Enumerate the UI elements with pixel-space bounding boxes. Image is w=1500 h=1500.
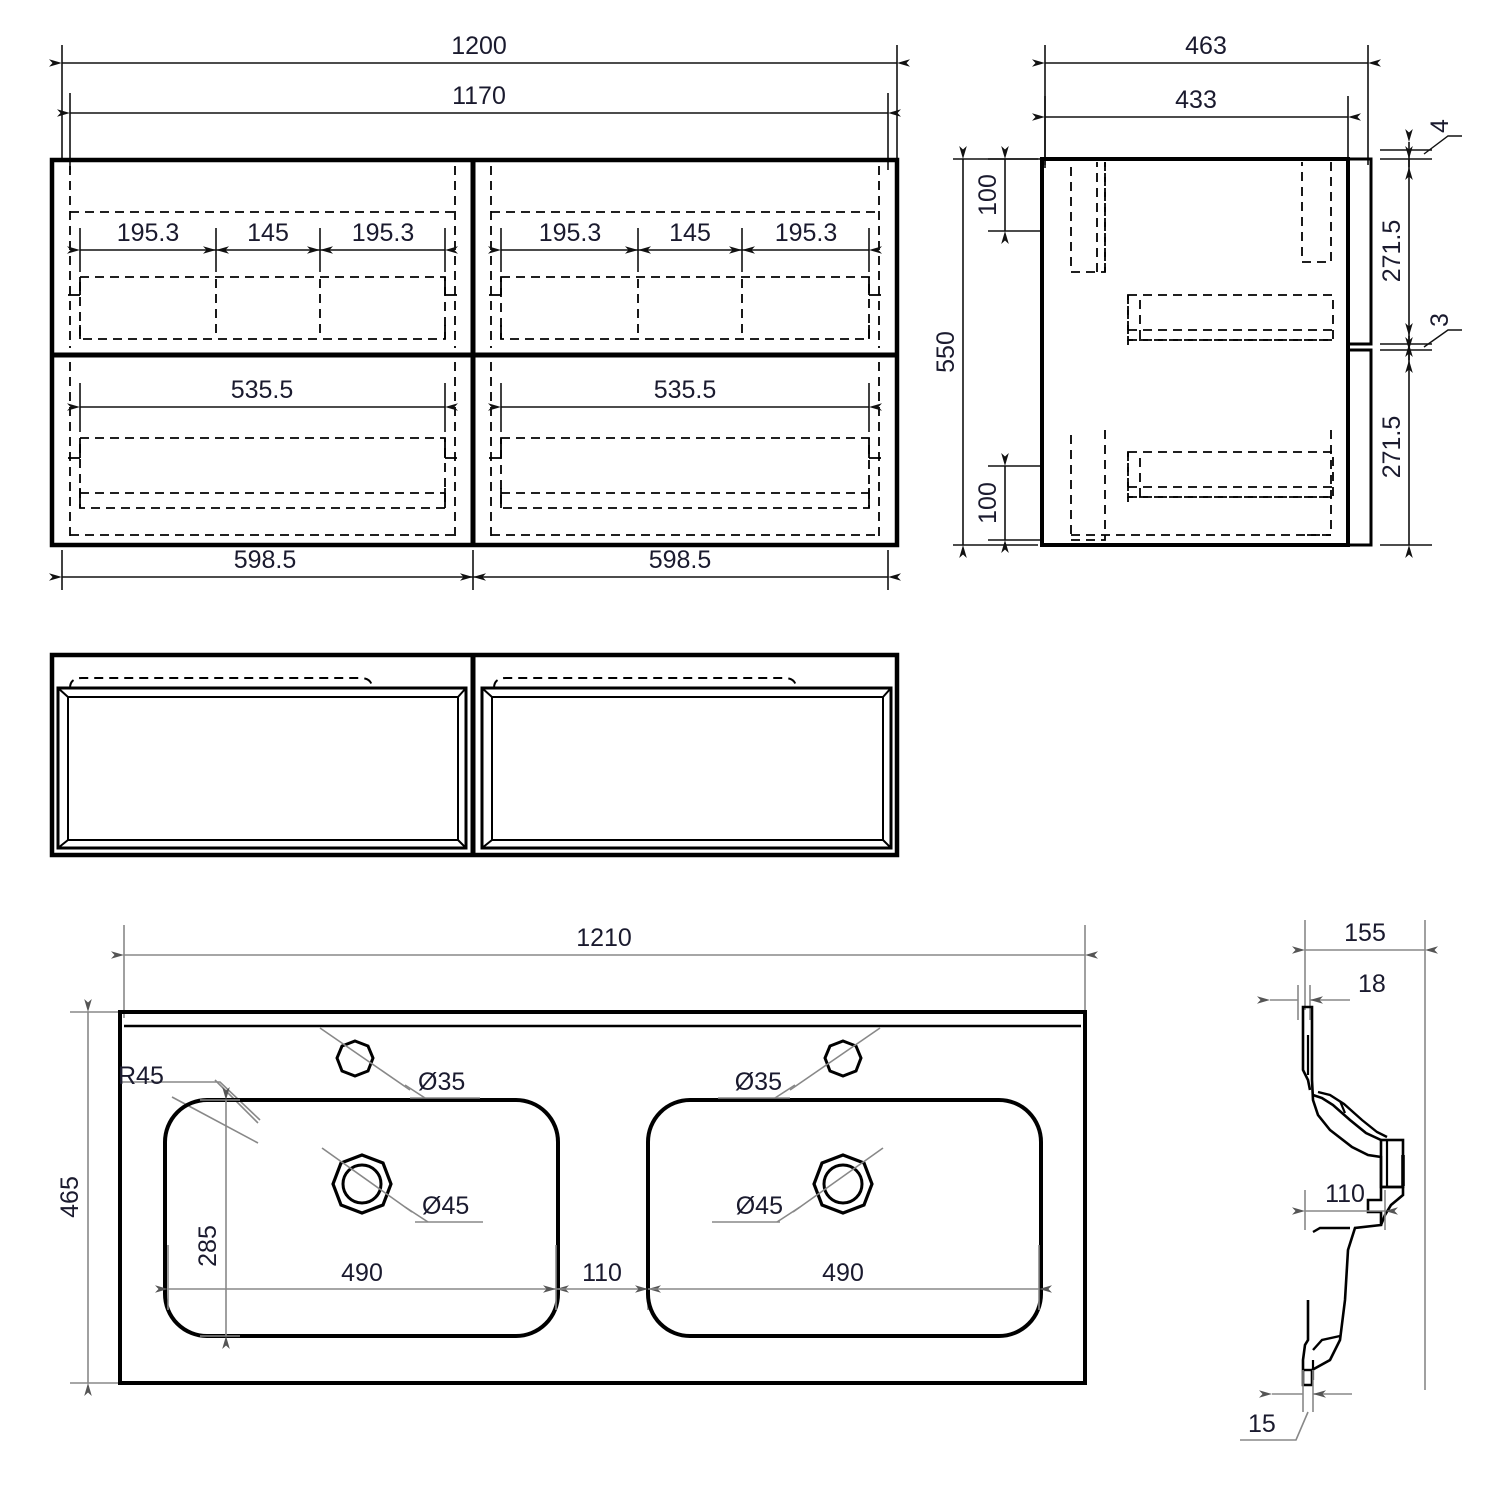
front-right-lower-drawer <box>489 362 881 540</box>
dim-label-module-right: 598.5 <box>649 546 712 574</box>
dim-label-side-top-inset: 100 <box>974 174 1002 216</box>
dim-label-side-depth: 463 <box>1185 32 1227 60</box>
waste-hole-right: Ø45 <box>712 1147 884 1223</box>
dim-side-carcass-433: 433 <box>1032 86 1361 168</box>
dim-label-section-base: 15 <box>1248 1410 1276 1438</box>
side-lower-front-panel <box>1346 348 1373 547</box>
dim-label-bowl-width-left: 490 <box>341 1259 383 1287</box>
dim-label-left-handle-c: 195.3 <box>352 219 415 247</box>
side-elevation-view: 463 433 <box>932 32 1462 558</box>
dim-label-left-handle-b: 145 <box>247 219 289 247</box>
waste-hole-left: Ø45 <box>321 1147 483 1223</box>
dim-label-bowl-gap: 110 <box>582 1259 622 1287</box>
front-left-upper-drawer <box>68 166 457 348</box>
dim-label-corner-radius: R45 <box>118 1062 164 1090</box>
dim-bowl-gap-110: 110 <box>543 1245 661 1310</box>
front-left-lower-drawerbox <box>79 437 446 509</box>
front-right-lower-drawerbox <box>500 437 870 509</box>
front-right-upper-drawer <box>489 166 881 348</box>
plan-left-box <box>56 677 468 850</box>
dim-label-right-handle-c: 195.3 <box>775 219 838 247</box>
dim-label-basin-width: 1210 <box>576 924 632 952</box>
dim-label-waste-left: Ø45 <box>422 1192 469 1220</box>
dim-label-right-handle-b: 145 <box>669 219 711 247</box>
dim-label-carcass-width: 1170 <box>452 82 506 110</box>
plan-view <box>49 652 900 858</box>
basin-section-profile <box>1301 1005 1405 1387</box>
dim-label-lower-drawer-left: 535.5 <box>231 376 294 404</box>
dim-label-side-bottom-inset: 100 <box>974 482 1002 524</box>
front-right-upper-drawerbox <box>500 276 870 340</box>
dim-label-side-mid-gap: 3 <box>1426 313 1454 327</box>
dim-label-bowl-width-right: 490 <box>822 1259 864 1287</box>
side-hidden-lines <box>1070 162 1334 541</box>
dim-label-tap-hole-right: Ø35 <box>735 1068 782 1096</box>
basin-bowl-right <box>646 1098 1043 1338</box>
dim-side-height-550: 550 <box>932 146 1038 558</box>
dim-section-base-15: 15 <box>1240 1370 1352 1441</box>
dim-front-right-lower-535: 535.5 <box>488 376 882 432</box>
dim-label-lower-drawer-right: 535.5 <box>654 376 717 404</box>
dim-bowl-width-left-490: 490 <box>155 1245 569 1310</box>
basin-top-view: 1210 465 R45 Ø35 <box>56 924 1098 1396</box>
dim-section-bowl-110: 110 <box>1292 1180 1398 1230</box>
front-left-lower-drawer <box>68 362 457 540</box>
dim-section-depth-155: 155 <box>1292 919 1438 1390</box>
dim-label-tap-hole-left: Ø35 <box>418 1068 465 1096</box>
dim-side-bottom-100: 100 <box>974 453 1040 553</box>
dim-bowl-depth-285: 285 <box>194 1087 240 1349</box>
dim-label-side-top-gap: 4 <box>1426 119 1454 133</box>
front-left-upper-drawerbox <box>79 276 446 340</box>
dim-label-right-handle-a: 195.3 <box>539 219 602 247</box>
dim-label-section-rim: 18 <box>1358 970 1386 998</box>
dim-label-section-depth: 155 <box>1344 919 1386 947</box>
dim-basin-depth-465: 465 <box>56 999 125 1396</box>
dim-side-right-stack: 4 271.5 3 271.5 <box>1378 119 1462 558</box>
tap-hole-left: Ø35 <box>319 1027 480 1099</box>
basin-section-view: 155 18 <box>1240 919 1438 1441</box>
dim-front-carcass-1170: 1170 <box>57 82 901 170</box>
dim-label-bowl-depth: 285 <box>194 1225 222 1267</box>
dim-front-left-lower-535: 535.5 <box>67 376 458 432</box>
dim-label-module-left: 598.5 <box>234 546 297 574</box>
dim-label-waste-right: Ø45 <box>736 1192 783 1220</box>
basin-bowl-left <box>163 1098 560 1338</box>
plan-right-box <box>480 677 893 850</box>
dim-front-modules: 598.5 598.5 <box>49 546 901 590</box>
dim-front-right-handles: 195.3 145 195.3 <box>488 219 882 272</box>
dim-label-overall-width: 1200 <box>451 32 507 60</box>
side-upper-front-panel <box>1346 157 1373 346</box>
dim-label-basin-depth: 465 <box>56 1176 84 1218</box>
dim-section-rim-18: 18 <box>1257 970 1386 1020</box>
dim-label-side-upper-front: 271.5 <box>1378 220 1406 283</box>
dim-front-left-handles: 195.3 145 195.3 <box>67 219 458 272</box>
dim-label-side-height: 550 <box>932 331 960 373</box>
dim-side-top-100: 100 <box>974 146 1040 244</box>
dim-label-section-bowl-depth: 110 <box>1325 1180 1365 1208</box>
dim-basin-width-1210: 1210 <box>111 924 1098 1018</box>
dim-label-side-lower-front: 271.5 <box>1378 416 1406 479</box>
tap-hole-right: Ø35 <box>718 1027 881 1099</box>
front-elevation-view: 1200 1170 <box>49 32 910 590</box>
dim-label-left-handle-a: 195.3 <box>117 219 180 247</box>
dim-label-side-carcass-depth: 433 <box>1175 86 1217 114</box>
basin-countertop-outline <box>118 1010 1087 1385</box>
dim-front-overall-1200: 1200 <box>49 32 910 160</box>
dim-bowl-width-right-490: 490 <box>635 1245 1052 1310</box>
